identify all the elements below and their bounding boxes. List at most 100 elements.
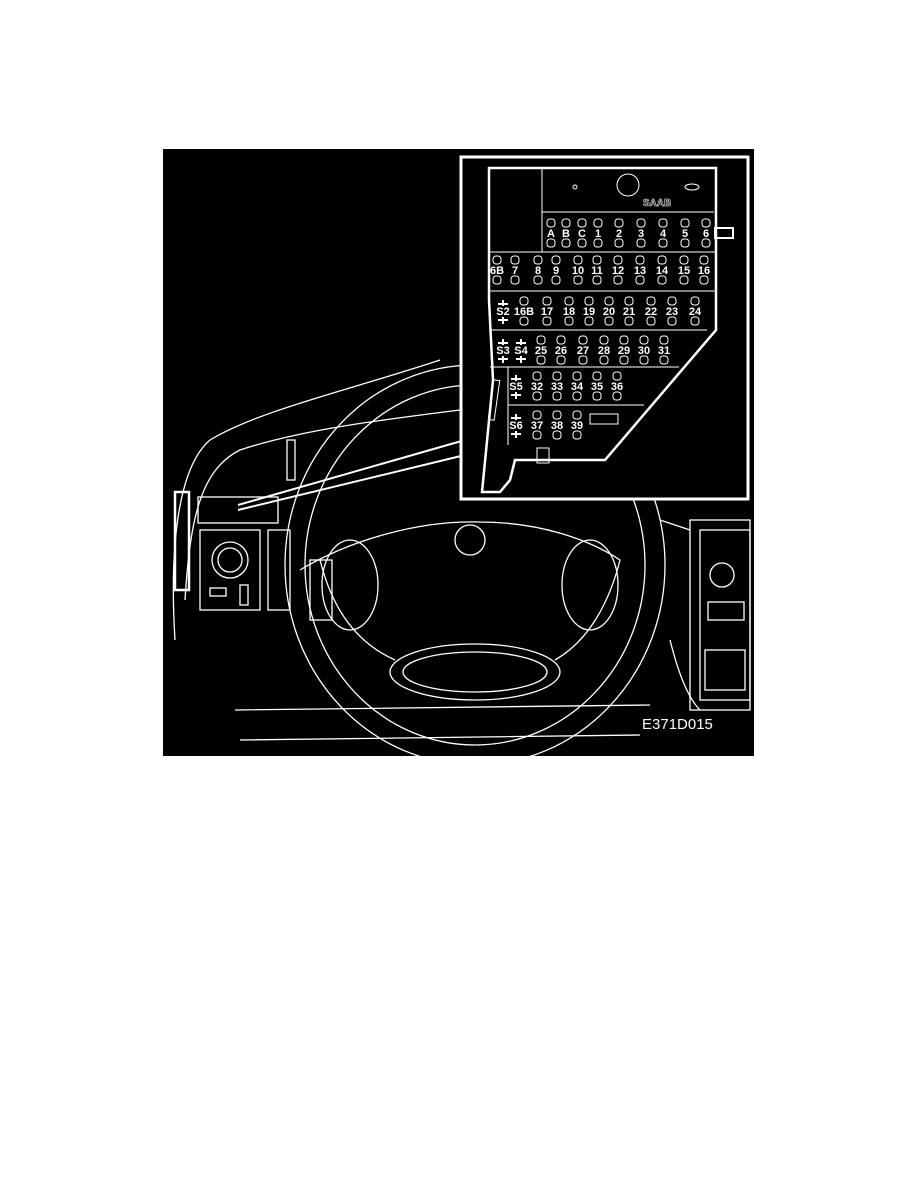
fuse-23: 23	[666, 296, 678, 326]
fuse-label: 26	[555, 345, 567, 357]
fuse-label: 12	[612, 265, 624, 277]
fuse-label: 24	[689, 306, 702, 318]
fuse-label: 5	[682, 228, 688, 240]
relay-S2: S2	[496, 300, 510, 324]
fuse-4: 4	[658, 218, 668, 248]
fuse-12: 12	[612, 255, 624, 285]
fuse-16: 16	[698, 255, 710, 285]
fuse-19: 19	[583, 296, 595, 326]
fuse-25: 25	[535, 335, 547, 365]
fuse-32: 32	[531, 371, 543, 401]
fuse-label: 32	[531, 381, 543, 393]
fuse-label: 17	[541, 306, 553, 318]
fuse-label: 34	[571, 381, 584, 393]
fuse-label: 8	[535, 265, 541, 277]
dashboard-drawing	[172, 359, 751, 756]
fuse-label: 16	[698, 265, 710, 277]
fuse-label: 18	[563, 306, 575, 318]
fuse-label: 14	[656, 265, 669, 277]
fuse-33: 33	[551, 371, 563, 401]
fuse-label: 16B	[514, 306, 534, 318]
fuse-3: 3	[636, 218, 646, 248]
fuse-B: B	[561, 218, 571, 248]
fuse-label: S5	[509, 381, 522, 393]
fuse-2: 2	[614, 218, 624, 248]
fuse-label: B	[562, 228, 570, 240]
fuse-label: 7	[512, 265, 518, 277]
fuse-A: A	[546, 218, 556, 248]
fuse-15: 15	[678, 255, 690, 285]
fuse-27: 27	[577, 335, 589, 365]
fuse-18: 18	[563, 296, 575, 326]
fuse-5: 5	[680, 218, 690, 248]
fuse-29: 29	[618, 335, 630, 365]
relay-S3: S3	[496, 339, 510, 363]
fuse-31: 31	[658, 335, 670, 365]
fuse-16B: 16B	[514, 296, 534, 326]
fuse-label: 2	[616, 228, 622, 240]
relay-S4: S4	[514, 339, 529, 363]
fuse-label: 19	[583, 306, 595, 318]
fuse-label: 21	[623, 306, 635, 318]
fuse-36: 36	[611, 371, 623, 401]
fuse-label: 20	[603, 306, 615, 318]
fuse-6B: 6B	[490, 255, 504, 285]
fuse-label: 27	[577, 345, 589, 357]
fuse-label: 6	[703, 228, 709, 240]
fuse-label: 10	[572, 265, 584, 277]
fuse-14: 14	[656, 255, 669, 285]
fuse-label: 13	[634, 265, 646, 277]
fuse-21: 21	[623, 296, 635, 326]
fuse-17: 17	[541, 296, 553, 326]
fuse-label: 29	[618, 345, 630, 357]
dash-lower-lines	[234, 704, 651, 741]
fuse-label: 4	[660, 228, 667, 240]
fuse-label: 36	[611, 381, 623, 393]
fuse-39: 39	[571, 410, 583, 440]
fuse-label: C	[578, 228, 586, 240]
fuse-7: 7	[510, 255, 520, 285]
fuse-26: 26	[555, 335, 567, 365]
fuse-label: 15	[678, 265, 690, 277]
fuse-label: 28	[598, 345, 610, 357]
fuse-box-hole	[616, 173, 640, 197]
horn-pad	[389, 643, 561, 701]
fuse-label: 9	[553, 265, 559, 277]
fuse-box-cover-marker	[173, 490, 191, 592]
center-console	[689, 519, 751, 711]
fuse-38: 38	[551, 410, 563, 440]
figure-code: E371D015	[642, 716, 713, 733]
dash-top-line	[172, 359, 441, 641]
fuse-10: 10	[572, 255, 584, 285]
fuse-28: 28	[598, 335, 610, 365]
fuse-label: 38	[551, 420, 563, 432]
saab-logo: SAAB	[643, 198, 671, 209]
fuse-24: 24	[689, 296, 702, 326]
fuse-8: 8	[533, 255, 543, 285]
fuse-label: 35	[591, 381, 603, 393]
fuse-35: 35	[591, 371, 603, 401]
fuse-6: 6	[701, 218, 711, 248]
fuse-label: S4	[514, 345, 528, 357]
fuse-30: 30	[638, 335, 650, 365]
fuse-label: 37	[531, 420, 543, 432]
fuse-C: C	[577, 218, 587, 248]
fuse-22: 22	[645, 296, 657, 326]
fuse-20: 20	[603, 296, 615, 326]
fuse-puller	[487, 379, 501, 421]
fuse-label: 39	[571, 420, 583, 432]
fuse-label: 1	[595, 228, 601, 240]
fuse-label: 11	[591, 265, 603, 277]
fuse-label: 6B	[490, 265, 504, 277]
fuse-label: S2	[496, 306, 509, 318]
light-switch	[211, 541, 249, 579]
fuse-label: 30	[638, 345, 650, 357]
fuse-label: A	[547, 228, 555, 240]
fuse-9: 9	[551, 255, 561, 285]
fuse-label: 22	[645, 306, 657, 318]
fuse-34: 34	[571, 371, 584, 401]
fuse-label: S6	[509, 420, 522, 432]
